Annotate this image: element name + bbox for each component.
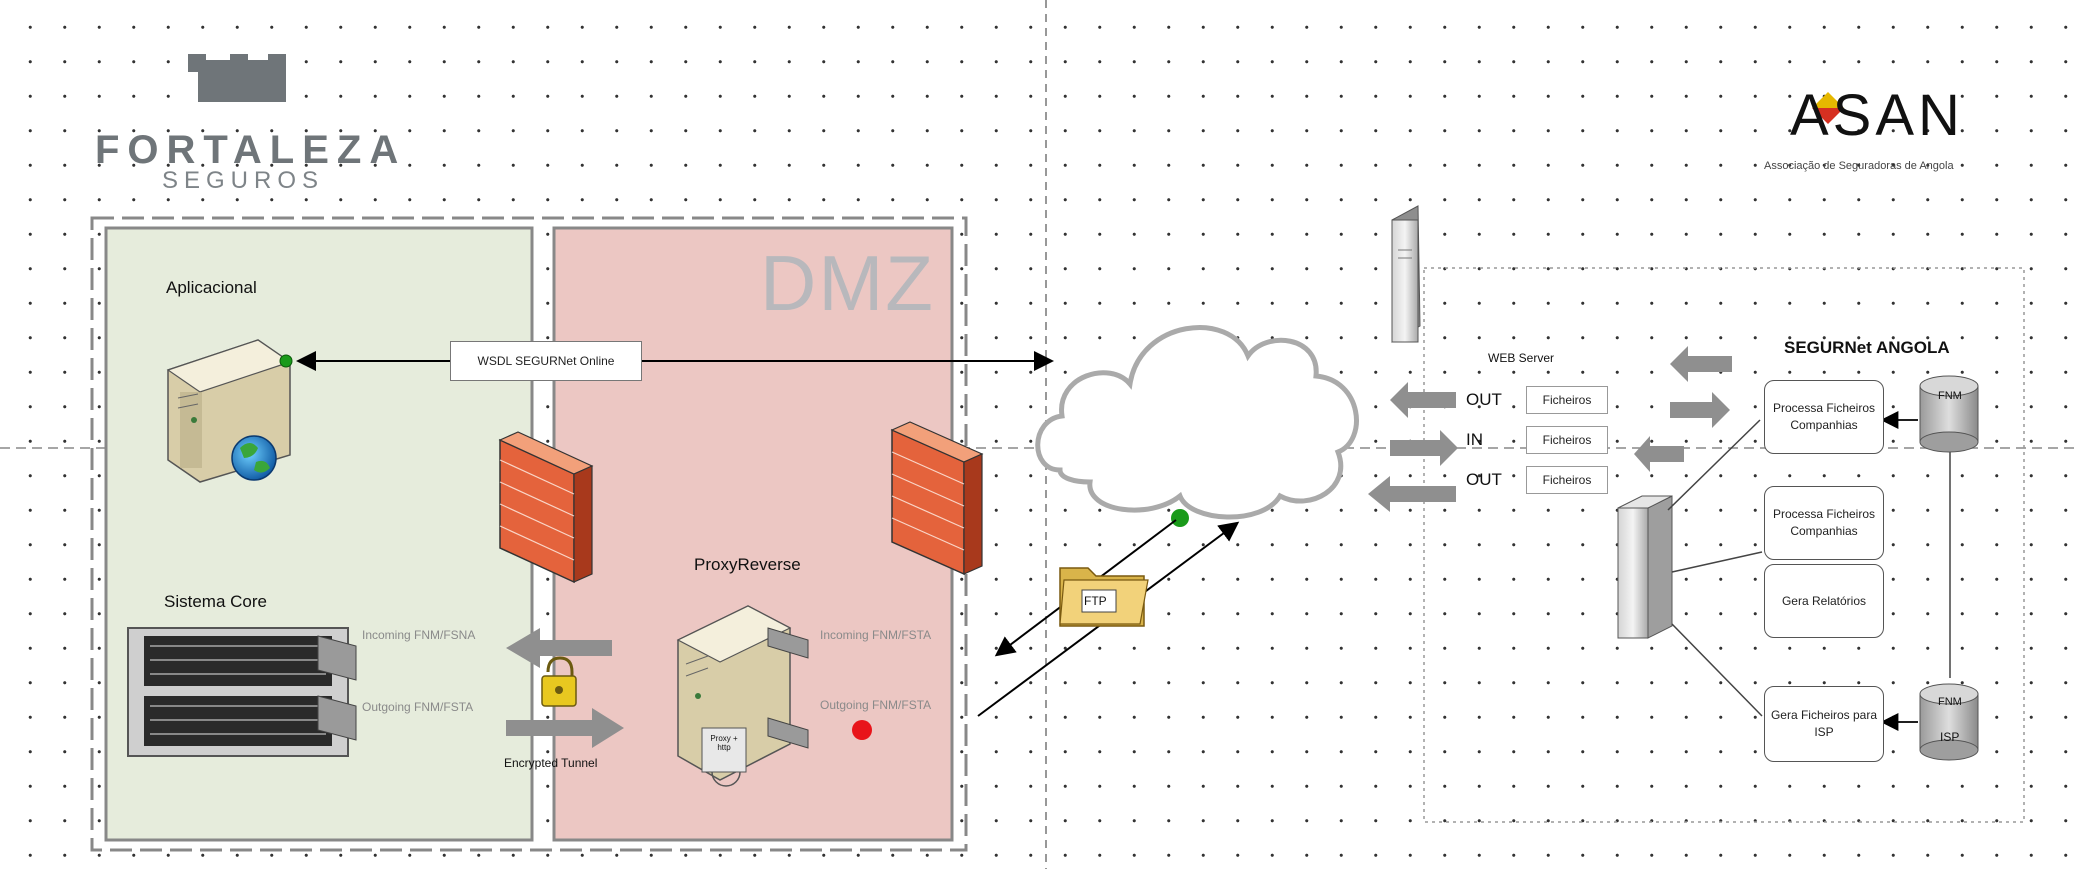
fortaleza-logo-text: FORTALEZA xyxy=(95,128,407,172)
webserver-flag-1: Ficheiros xyxy=(1526,386,1608,414)
tower-server-icon xyxy=(1392,206,1420,342)
dmz-title: DMZ xyxy=(760,239,935,327)
process-box-4: Gera Ficheiros para ISP xyxy=(1764,686,1884,762)
webserver-io-in: IN xyxy=(1466,430,1483,449)
padlock-icon xyxy=(542,658,576,706)
proxy-reverse-title: ProxyReverse xyxy=(694,555,801,574)
asan-logo-subtext: Associação de Seguradoras de Angola xyxy=(1764,160,1954,172)
proxy-http-label: Proxy + http xyxy=(710,734,738,752)
webserver-flag-2: Ficheiros xyxy=(1526,426,1608,454)
folder-icon xyxy=(1060,568,1152,626)
fortaleza-logo-subtext: SEGUROS xyxy=(162,167,325,194)
process-box-1: Processa Ficheiros Companhias xyxy=(1764,380,1884,454)
database-icon xyxy=(1920,684,1978,760)
tower-server-icon xyxy=(1618,496,1672,638)
webserver-io-out-2: OUT xyxy=(1466,470,1502,489)
asan-logo-text: ASAN xyxy=(1790,83,1964,148)
cloud-icon xyxy=(1030,310,1368,526)
firewall-icon xyxy=(500,432,592,582)
aplicacional-title: Aplicacional xyxy=(166,278,257,297)
process-box-3: Gera Relatórios xyxy=(1764,564,1884,638)
sistema-core-title: Sistema Core xyxy=(164,592,267,611)
core-incoming-label: Incoming FNM/FSNA xyxy=(362,628,476,642)
globe-icon xyxy=(232,436,276,480)
segurnet-title: SEGURNet ANGOLA xyxy=(1784,338,1950,357)
proxy-incoming-label: Incoming FNM/FSTA xyxy=(820,628,932,642)
encrypted-tunnel-label: Encrypted Tunnel xyxy=(504,756,598,770)
proxy-outgoing-label: Outgoing FNM/FSTA xyxy=(820,698,932,712)
database-bottom-sub: ISP xyxy=(1940,730,1960,744)
ftp-label: FTP xyxy=(1084,594,1107,608)
webserver-flag-3: Ficheiros xyxy=(1526,466,1608,494)
database-bottom-label: FNM xyxy=(1938,696,1962,708)
database-top-label: FNM xyxy=(1938,390,1962,402)
process-box-2: Processa Ficheiros Companhias xyxy=(1764,486,1884,560)
database-icon xyxy=(1920,376,1978,452)
firewall-icon xyxy=(892,422,982,574)
wsdl-connection-label: WSDL SEGURNet Online xyxy=(450,341,642,381)
webserver-io-out-1: OUT xyxy=(1466,390,1502,409)
core-outgoing-label: Outgoing FNM/FSTA xyxy=(362,700,474,714)
web-server-title: WEB Server xyxy=(1488,351,1555,365)
